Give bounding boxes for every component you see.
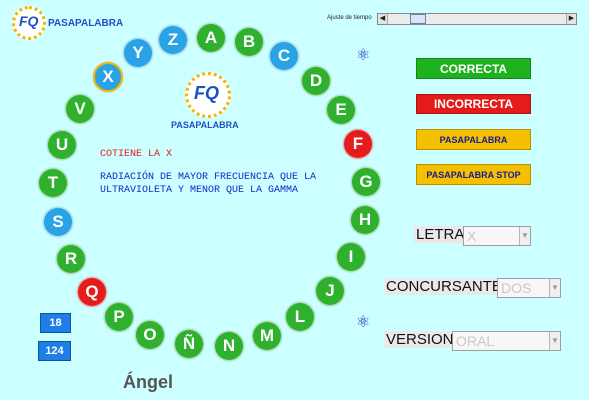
letter-select-value: X <box>467 228 477 244</box>
slider-right-arrow-icon[interactable]: ▶ <box>566 14 576 24</box>
correct-button[interactable]: CORRECTA <box>416 58 531 79</box>
letter-g[interactable]: G <box>351 167 381 197</box>
center-logo-badge-icon <box>185 72 231 118</box>
letter-e[interactable]: E <box>326 95 356 125</box>
slider-thumb[interactable] <box>410 14 427 24</box>
pasapalabra-button[interactable]: PASAPALABRA <box>416 129 531 150</box>
letter-z[interactable]: Z <box>158 25 188 55</box>
logo-center: FQ PASAPALABRA <box>171 72 245 132</box>
atom-icon-bottom: ⚛ <box>356 314 371 331</box>
letter-o[interactable]: O <box>135 320 165 350</box>
chevron-down-icon[interactable]: ▼ <box>549 332 560 350</box>
time-slider[interactable]: ◀ ▶ <box>377 13 577 25</box>
chevron-down-icon[interactable]: ▼ <box>549 279 560 297</box>
letter-l[interactable]: L <box>285 302 315 332</box>
letter-h[interactable]: H <box>350 205 380 235</box>
letter-n[interactable]: N <box>214 331 244 361</box>
letter-u[interactable]: U <box>47 130 77 160</box>
letter-i[interactable]: I <box>336 242 366 272</box>
version-select[interactable]: ORAL ▼ <box>452 331 561 351</box>
clue-text: RADIACIÓN DE MAYOR FRECUENCIA QUE LA ULT… <box>100 172 317 196</box>
letter-m[interactable]: M <box>252 321 282 351</box>
letter-d[interactable]: D <box>301 66 331 96</box>
letter-ñ[interactable]: Ñ <box>174 329 204 359</box>
letter-s[interactable]: S <box>43 207 73 237</box>
letter-label: LETRA <box>414 226 467 243</box>
time-adjust-label: Ajuste de tiempo <box>327 15 372 21</box>
hits-counter: 18 <box>40 313 71 333</box>
logo-badge-icon <box>12 6 46 40</box>
version-label: VERSION <box>384 331 456 348</box>
letter-q[interactable]: Q <box>77 277 107 307</box>
contestant-label: CONCURSANTE <box>384 278 504 295</box>
slider-left-arrow-icon[interactable]: ◀ <box>378 14 388 24</box>
letter-t[interactable]: T <box>38 168 68 198</box>
pasapalabra-stop-button[interactable]: PASAPALABRA STOP <box>416 164 531 185</box>
letter-x[interactable]: X <box>93 62 123 92</box>
logo-small: FQ PASAPALABRA <box>12 6 123 40</box>
clue-title: COTIENE LA X <box>100 149 173 160</box>
center-brand-name: PASAPALABRA <box>171 120 239 130</box>
contestant-select-value: DOS <box>501 280 532 296</box>
letter-j[interactable]: J <box>315 276 345 306</box>
center-logo-mark: FQ <box>194 83 219 103</box>
letter-f[interactable]: F <box>343 129 373 159</box>
player-name: Ángel <box>123 372 174 392</box>
letter-a[interactable]: A <box>196 23 226 53</box>
letter-c[interactable]: C <box>269 41 299 71</box>
brand-name: PASAPALABRA <box>48 18 124 29</box>
chevron-down-icon[interactable]: ▼ <box>519 227 530 245</box>
contestant-select[interactable]: DOS ▼ <box>497 278 561 298</box>
logo-mark: FQ <box>19 13 39 29</box>
letter-y[interactable]: Y <box>123 38 153 68</box>
letter-r[interactable]: R <box>56 244 86 274</box>
incorrect-button[interactable]: INCORRECTA <box>416 94 531 114</box>
letter-b[interactable]: B <box>234 27 264 57</box>
time-counter: 124 <box>38 341 71 361</box>
atom-icon: ⚛ <box>356 47 371 64</box>
letter-p[interactable]: P <box>104 302 134 332</box>
version-select-value: ORAL <box>456 333 495 349</box>
letter-select[interactable]: X ▼ <box>463 226 531 246</box>
letter-v[interactable]: V <box>65 94 95 124</box>
